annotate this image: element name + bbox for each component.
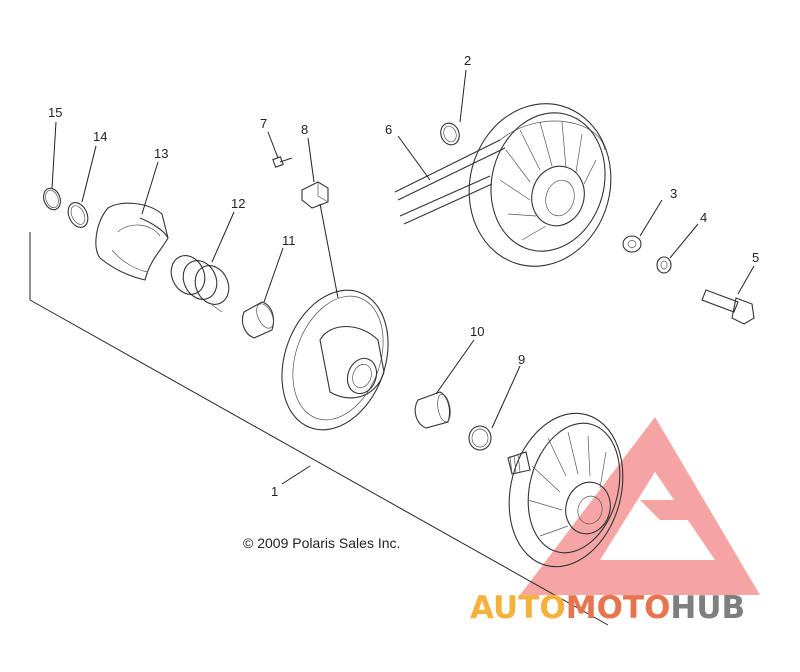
callout-numbers: 1 2 3 4 5 6 7 8 9 10 11 12 13 14 15 — [48, 53, 759, 499]
watermark-part-auto: AUTO — [470, 590, 566, 626]
callout-14: 14 — [93, 129, 107, 144]
watermark-part-hub: HUB — [670, 590, 745, 626]
part-7-screw — [272, 156, 293, 168]
upper-pulley-assembly — [468, 103, 612, 267]
svg-text:AUTOMOTOHUB: AUTOMOTOHUB — [470, 590, 745, 626]
callout-12: 12 — [231, 196, 245, 211]
copyright-text: © 2009 Polaris Sales Inc. — [243, 535, 400, 551]
part-10-bushing — [414, 391, 451, 429]
part-4-washer — [656, 256, 672, 274]
callout-5: 5 — [752, 250, 759, 265]
callout-9: 9 — [518, 352, 525, 367]
part-9-washer — [468, 425, 492, 451]
watermark-logo-icon — [520, 417, 760, 595]
part-1-movable-sheave — [281, 289, 389, 431]
callout-4: 4 — [700, 210, 707, 225]
watermark-part-moto: MOTO — [566, 590, 671, 626]
callout-15: 15 — [48, 105, 62, 120]
callout-13: 13 — [154, 146, 168, 161]
lower-pulley-assembly — [507, 412, 624, 568]
callout-1: 1 — [271, 484, 278, 499]
part-12-spring — [170, 255, 230, 313]
callout-2: 2 — [464, 53, 471, 68]
watermark-text: AUTOMOTOHUB — [470, 590, 745, 626]
part-8-slider-shoe — [301, 181, 329, 209]
part-2-ring — [440, 122, 460, 146]
part-14-washer — [67, 202, 89, 228]
callout-8: 8 — [301, 122, 308, 137]
part-3-washer — [622, 235, 642, 253]
part-5-bolt — [701, 289, 755, 325]
part-6-drive-belt — [394, 120, 606, 225]
callout-leaders — [51, 69, 755, 485]
callout-7: 7 — [260, 116, 267, 131]
assembly-bracket-lines — [29, 232, 609, 626]
callout-11: 11 — [282, 233, 296, 248]
callout-10: 10 — [470, 324, 484, 339]
callout-6: 6 — [385, 122, 392, 137]
part-15-snap-ring — [43, 187, 61, 211]
part-11-bushing — [241, 301, 275, 339]
callout-3: 3 — [670, 186, 677, 201]
part-13-cam-cover — [95, 202, 169, 281]
